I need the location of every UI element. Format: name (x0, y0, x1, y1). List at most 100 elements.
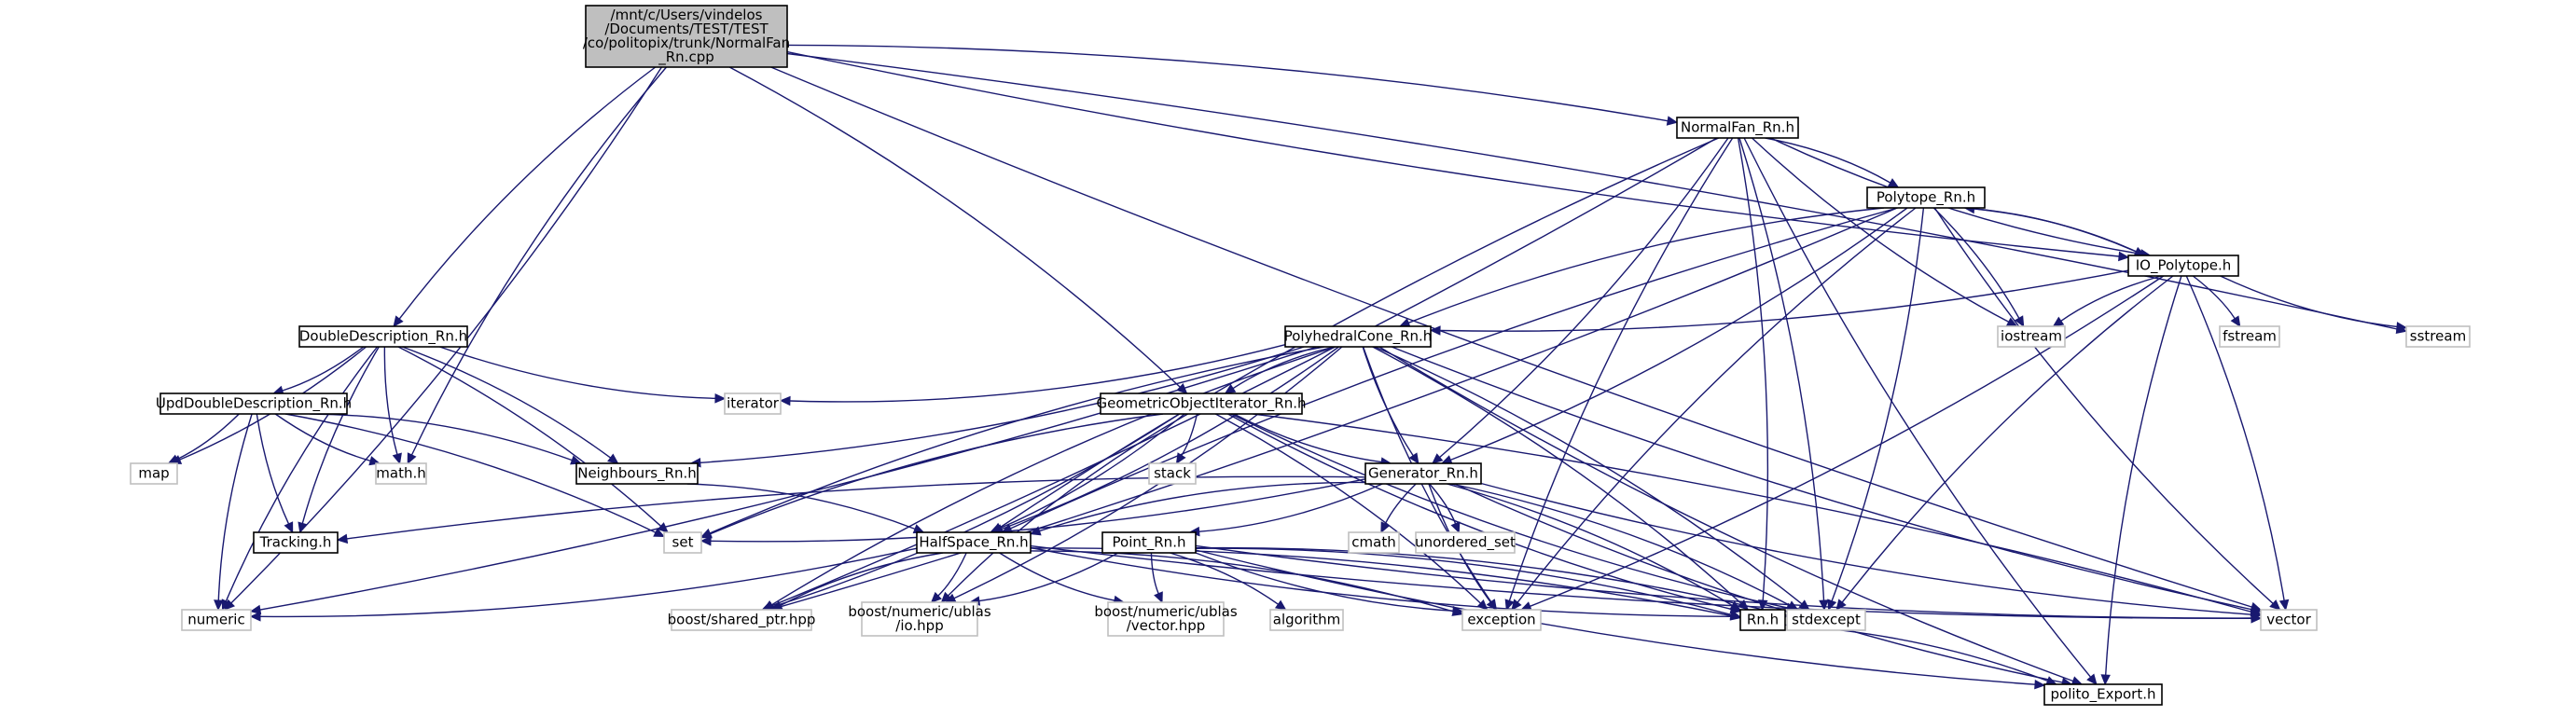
edge-line (398, 66, 657, 320)
node-box (1148, 462, 1197, 485)
edge-line (1001, 346, 1339, 530)
node-politoexport[interactable]: polito_Export.h (2043, 683, 2163, 706)
edge-doubledesc-to-tracking (298, 346, 380, 534)
edge-iopolytope-to-fstream (2192, 275, 2241, 328)
edge-polycone-to-geomiter (1224, 346, 1335, 394)
node-box (1739, 609, 1786, 631)
node-label: /Documents/TEST/TEST (604, 21, 769, 37)
edge-line (2185, 275, 2285, 601)
node-upddouble[interactable]: UpdDoubleDescription_Rn.h (156, 392, 352, 415)
arrowhead-icon (2118, 251, 2130, 262)
arrowhead-icon (1827, 599, 1837, 612)
node-doubledesc[interactable]: DoubleDescription_Rn.h (298, 325, 468, 348)
node-label: boost/shared_ptr.hpp (668, 612, 816, 629)
node-label: Polytope_Rn.h (1877, 189, 1975, 207)
node-rn[interactable]: Rn.h (1739, 609, 1786, 631)
node-polytope[interactable]: Polytope_Rn.h (1866, 186, 1986, 209)
node-point[interactable]: Point_Rn.h (1101, 531, 1197, 554)
node-label: math.h (376, 465, 425, 482)
edge-line (1770, 137, 2141, 255)
edge-line (1384, 483, 1417, 525)
node-label: exception (1467, 612, 1535, 628)
edge-line (1784, 624, 2048, 682)
node-neighbours[interactable]: Neighbours_Rn.h (575, 462, 699, 485)
edge-line (439, 346, 716, 399)
edge-line (274, 413, 371, 461)
node-box (663, 531, 702, 554)
node-src[interactable]: /mnt/c/Users/vindelos/Documents/TEST/TES… (583, 5, 790, 68)
arrowhead-icon (2052, 316, 2065, 327)
edge-line (1181, 413, 1198, 456)
node-label: Tracking.h (259, 534, 332, 551)
edge-geomiter-to-stack (1175, 413, 1198, 465)
arrowhead-icon (1432, 453, 1444, 464)
edge-line (1233, 413, 1382, 463)
arrowhead-icon (699, 536, 712, 546)
arrowhead-icon (1819, 599, 1829, 612)
node-label: unordered_set (1415, 534, 1516, 552)
edge-line (709, 346, 1325, 534)
node-polycone[interactable]: PolyhedralCone_Rn.h (1284, 325, 1433, 348)
edge-line (1933, 207, 2274, 604)
edge-line (786, 44, 1669, 122)
edge-line (1170, 552, 1279, 605)
edge-polytope-to-vector (1933, 207, 2281, 611)
node-label: _Rn.cpp (658, 48, 714, 66)
arrowhead-icon (1511, 599, 1522, 611)
node-halfspace[interactable]: HalfSpace_Rn.h (916, 531, 1032, 554)
edge-line (1374, 346, 1803, 605)
node-normalfan[interactable]: NormalFan_Rn.h (1676, 117, 1799, 139)
arrowhead-icon (249, 612, 261, 622)
arrowhead-icon (1380, 521, 1391, 534)
edge-line (1230, 413, 1788, 609)
edge-point-to-politoexport (1195, 549, 2046, 690)
node-label: Neighbours_Rn.h (577, 465, 697, 483)
edge-line (1195, 546, 1779, 614)
arrowhead-icon (336, 533, 349, 544)
edge-line (1030, 546, 1779, 618)
node-iopolytope[interactable]: IO_Polytope.h (2127, 255, 2239, 277)
edge-line (1372, 346, 1742, 604)
edge-line (346, 475, 1366, 540)
node-box (1348, 531, 1400, 554)
arrowhead-icon (1029, 526, 1042, 536)
node-generator[interactable]: Generator_Rn.h (1364, 462, 1482, 485)
arrowhead-icon (653, 528, 666, 538)
edge-normalfan-to-sharedptr (761, 137, 1718, 611)
node-tracking[interactable]: Tracking.h (253, 531, 339, 554)
edge-line (383, 346, 398, 455)
edge-line (1752, 137, 2010, 323)
edge-line (1407, 207, 1885, 324)
edge-line (310, 413, 573, 461)
edge-neighbours-to-halfspace (686, 483, 925, 534)
edge-line (1738, 137, 1825, 601)
node-label: HalfSpace_Rn.h (919, 534, 1028, 552)
node-label: NormalFan_Rn.h (1681, 119, 1794, 137)
edge-line (770, 137, 1718, 607)
arrowhead-icon (1729, 610, 1742, 620)
edge-polytope-to-iopolytope (1964, 207, 2146, 256)
edge-doubledesc-to-upddouble (272, 346, 365, 395)
node-ublasvector: boost/numeric/ublas/vector.hpp (1094, 601, 1238, 637)
edge-normalfan-to-generator (1432, 137, 1729, 464)
arrowhead-icon (2086, 673, 2098, 685)
edge-line (1232, 346, 1335, 390)
edge-upddouble-to-set (284, 413, 666, 538)
edge-generator-to-unorderedset (1429, 483, 1461, 534)
edge-line (786, 52, 2398, 330)
edge-line (1030, 544, 2252, 620)
nodes-layer: /mnt/c/Users/vindelos/Documents/TEST/TES… (130, 5, 2471, 706)
edge-line (1439, 269, 2129, 332)
node-geomiter[interactable]: GeometricObjectIterator_Rn.h (1096, 392, 1307, 415)
arrowhead-icon (249, 604, 262, 615)
node-label: boost/numeric/ublas (848, 603, 991, 620)
node-label: PolyhedralCone_Rn.h (1284, 328, 1433, 346)
node-label: sstream (2410, 328, 2466, 345)
edge-line (397, 346, 662, 527)
edge-iopolytope-to-exception (1520, 275, 2165, 612)
edge-line (256, 413, 290, 525)
node-box (916, 531, 1032, 554)
edge-line (1831, 207, 1925, 601)
edge-polytope-to-stdexcept (1827, 207, 1925, 612)
node-box (1676, 117, 1799, 139)
